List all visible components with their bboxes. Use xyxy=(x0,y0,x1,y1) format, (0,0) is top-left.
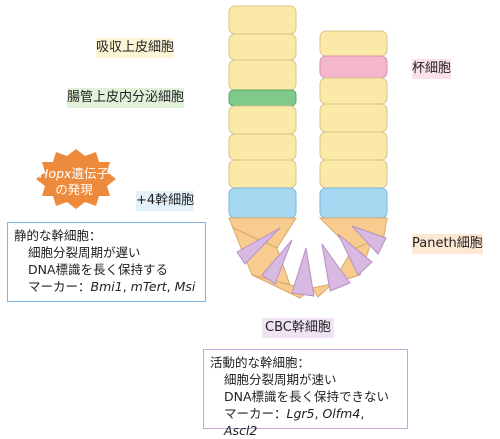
active-line1: 細胞分裂周期が速い xyxy=(224,372,337,387)
left-cell-column xyxy=(228,5,297,219)
cbc-stem-cell xyxy=(291,247,315,297)
absorptive-cell xyxy=(228,33,297,61)
cbc-stem-cell xyxy=(261,239,293,285)
absorptive-cell xyxy=(228,59,297,91)
cbc-stem-cell xyxy=(236,227,281,265)
absorptive-cell xyxy=(319,159,388,189)
cbc-stem-cell xyxy=(337,233,373,276)
active-stem-cell-box: 活動的な幹細胞： 細胞分裂周期が速い DNA標識を長く保持できない マーカー：L… xyxy=(203,349,408,438)
enteroendocrine-cell xyxy=(228,89,297,107)
marker-prefix: マーカー： xyxy=(28,279,91,294)
label-goblet-cell: 杯細胞 xyxy=(412,59,452,79)
crypt-base xyxy=(228,217,388,299)
plus4-stem-cell xyxy=(319,187,388,219)
goblet-cell xyxy=(319,55,388,79)
cbc-stem-cell xyxy=(351,225,387,255)
right-cell-column xyxy=(319,30,388,219)
cbc-stem-cell xyxy=(321,243,351,292)
marker-prefix: マーカー： xyxy=(224,406,287,421)
label-absorptive-cell: 吸収上皮細胞 xyxy=(96,38,175,58)
hopx-badge-text: Hopx遺伝子 の発現 xyxy=(38,166,110,198)
absorptive-cell xyxy=(319,30,388,57)
hopx-gene-name: Hopx xyxy=(39,166,72,181)
quiescent-stem-cell-box: 静的な幹細胞： 細胞分裂周期が遅い DNA標識を長く保持する マーカー：Bmi1… xyxy=(7,222,206,302)
label-plus4-stem-cell: +4幹細胞 xyxy=(136,191,195,211)
absorptive-cell xyxy=(228,133,297,161)
label-paneth-cell: Paneth細胞 xyxy=(412,234,483,254)
marker-mtert: mTert xyxy=(130,279,167,294)
marker-lgr5: Lgr5 xyxy=(286,406,315,421)
quiescent-title: 静的な幹細胞： xyxy=(14,228,102,243)
plus4-stem-cell xyxy=(228,187,297,219)
active-title: 活動的な幹細胞： xyxy=(210,355,311,370)
hopx-line1-suffix: 遺伝子 xyxy=(71,166,109,181)
marker-bmi1: Bmi1 xyxy=(90,279,123,294)
hopx-badge-shape xyxy=(36,149,116,209)
hopx-line2: の発現 xyxy=(55,182,93,197)
quiescent-line2: DNA標識を長く保持する xyxy=(28,262,169,277)
marker-olfm4: Olfm4 xyxy=(322,406,361,421)
marker-msi: Msi xyxy=(174,279,196,294)
marker-ascl2: Ascl2 xyxy=(224,423,258,438)
quiescent-line1: 細胞分裂周期が遅い xyxy=(28,245,141,260)
absorptive-cell xyxy=(319,131,388,161)
active-line2: DNA標識を長く保持できない xyxy=(224,389,390,404)
absorptive-cell xyxy=(319,77,388,105)
label-enteroendocrine-cell: 腸管上皮内分泌細胞 xyxy=(67,88,185,108)
quiescent-markers: マーカー：Bmi1, mTert, Msi xyxy=(28,279,196,294)
label-cbc-stem-cell: CBC幹細胞 xyxy=(262,318,334,338)
active-markers: マーカー：Lgr5, Olfm4, Ascl2 xyxy=(224,406,365,438)
absorptive-cell xyxy=(228,5,297,35)
absorptive-cell xyxy=(228,159,297,189)
absorptive-cell xyxy=(319,103,388,133)
absorptive-cell xyxy=(228,105,297,135)
